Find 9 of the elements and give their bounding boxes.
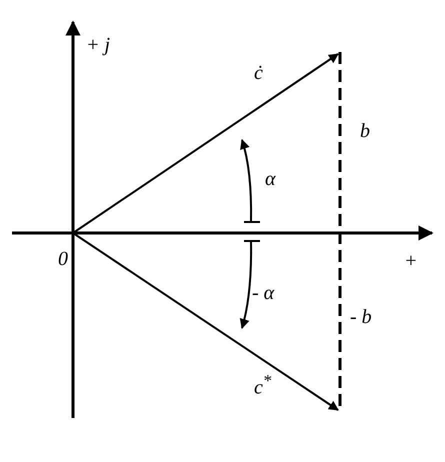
axis-label: + j	[86, 34, 110, 56]
vector-label: c$^{*}$	[254, 370, 272, 399]
vector-label: ċ	[254, 62, 263, 84]
origin-label: 0	[58, 248, 68, 270]
height-label: b	[360, 120, 370, 142]
axis-label: +	[404, 250, 418, 272]
angle-label: α	[265, 168, 276, 190]
height-label: - b	[350, 306, 372, 328]
angle-label: - α	[252, 282, 274, 304]
